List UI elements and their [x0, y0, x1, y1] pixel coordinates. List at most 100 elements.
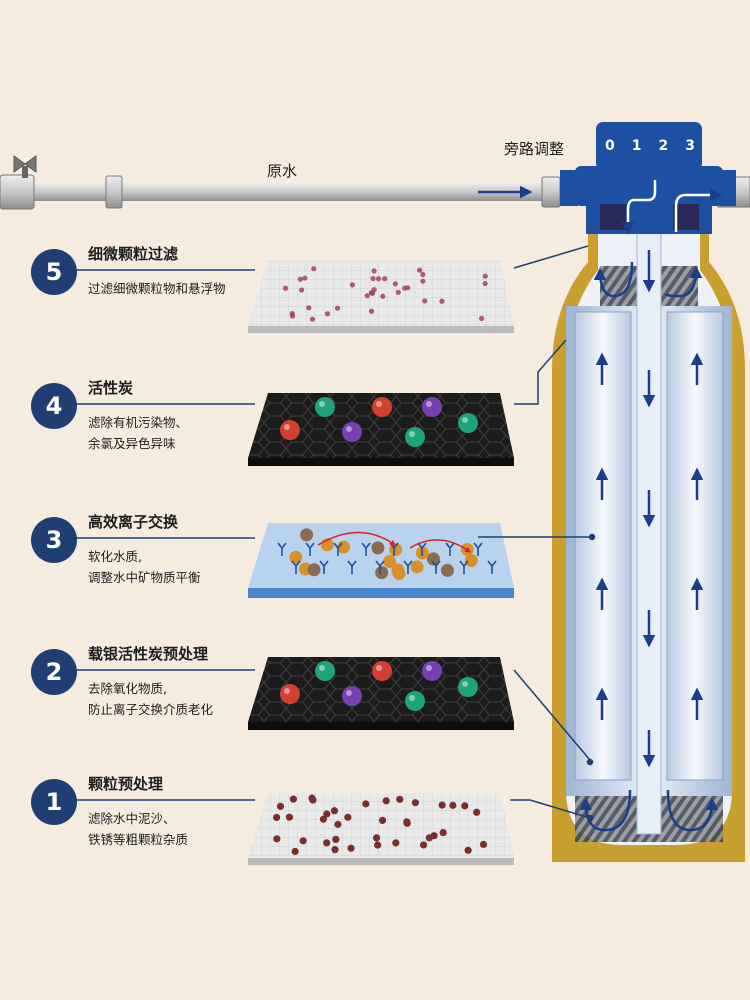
fine-particle	[375, 276, 382, 282]
carbon-ball	[458, 413, 478, 433]
tank-flow-arrows	[579, 250, 719, 832]
exchange-site	[403, 560, 413, 574]
coarse-particle	[362, 800, 370, 808]
carbon-ball	[405, 427, 425, 447]
coarse-particle	[473, 808, 481, 816]
resin-bead	[383, 555, 397, 569]
plate-4	[248, 393, 514, 466]
carbon-ball	[315, 397, 335, 417]
carbon-ball	[315, 661, 335, 681]
resin-bead	[440, 563, 454, 577]
valve-position-0: 0	[605, 138, 615, 154]
coarse-particle	[392, 839, 400, 847]
exchange-site	[291, 560, 301, 574]
valve-position-3: 3	[685, 138, 695, 154]
valve-position-2: 2	[658, 138, 669, 154]
fine-particle	[371, 287, 377, 293]
stage-2-badge: 2	[31, 649, 77, 695]
fine-particle	[289, 313, 296, 319]
stage-5-desc-1: 过滤细微颗粒物和悬浮物	[88, 281, 226, 296]
coarse-particle	[411, 799, 420, 807]
fine-particle	[479, 315, 485, 321]
coarse-particle	[330, 807, 339, 815]
coarse-particle	[308, 794, 316, 802]
coarse-particle	[323, 839, 331, 847]
coarse-particle	[464, 846, 472, 854]
fine-particle	[370, 275, 376, 282]
fine-particle	[417, 267, 423, 273]
coarse-particle	[479, 840, 488, 849]
coarse-particle	[299, 837, 307, 845]
exchange-site	[445, 542, 455, 556]
stage-4-desc-1: 滤除有机污染物、	[88, 415, 189, 430]
stage-3-title: 高效离子交换	[88, 513, 179, 531]
fine-particle	[420, 271, 426, 278]
stage-3-desc-2: 调整水中矿物质平衡	[88, 570, 201, 585]
exchange-site	[277, 542, 287, 556]
carbon-ball	[342, 686, 362, 706]
exchange-site	[459, 560, 469, 574]
carbon-ball	[422, 397, 442, 417]
stage-1-badge: 1	[31, 779, 77, 825]
fine-particle	[364, 293, 370, 299]
coarse-particle	[396, 795, 404, 803]
stage-5-title: 细微颗粒过滤	[88, 245, 179, 263]
raw-water-label: 原水	[267, 162, 298, 180]
stage-3-desc-1: 软化水质,	[88, 549, 142, 564]
fine-particle	[371, 268, 377, 274]
exchange-site	[487, 560, 497, 574]
resin-bead	[371, 541, 385, 555]
fine-particle	[324, 311, 331, 317]
coarse-particle	[378, 816, 387, 824]
carbon-ball	[458, 677, 478, 697]
exchange-site	[347, 560, 357, 574]
valve-position-1: 1	[631, 138, 642, 154]
fine-particle	[368, 308, 375, 314]
fine-particle	[395, 289, 401, 295]
stage-2-desc-2: 防止离子交换介质老化	[88, 702, 214, 717]
exchange-site	[319, 560, 329, 574]
coarse-particle	[319, 815, 328, 823]
coarse-particle	[372, 834, 381, 842]
stage-2-title: 载银活性炭预处理	[88, 645, 209, 663]
exchange-site	[473, 542, 483, 556]
fine-particle	[309, 316, 316, 322]
fine-particle	[334, 305, 341, 311]
plate-5	[248, 260, 514, 333]
stage-4-title: 活性炭	[88, 379, 134, 397]
coarse-particle	[273, 835, 281, 843]
valve-handle-icon	[13, 155, 37, 178]
coarse-particle	[438, 801, 446, 809]
fine-particle	[405, 285, 411, 291]
leader-lines	[72, 245, 596, 822]
fine-particle	[282, 285, 289, 291]
fine-particle	[392, 281, 398, 287]
coarse-particle	[430, 832, 438, 840]
fine-particle	[420, 278, 426, 284]
carbon-ball	[342, 422, 362, 442]
exchange-site	[361, 542, 371, 556]
fine-particle	[349, 282, 355, 288]
stage-2-desc-1: 去除氧化物质,	[88, 681, 167, 696]
filter-media	[272, 266, 497, 856]
valve-position-labels: 0 1 2 3	[605, 138, 695, 154]
coarse-particle	[276, 802, 285, 810]
fine-particle	[311, 266, 317, 272]
carbon-ball	[280, 420, 300, 440]
coarse-particle	[344, 813, 352, 821]
coarse-particle	[347, 844, 355, 852]
stage-4-desc-2: 余氯及异色异味	[88, 436, 176, 451]
exchange-site	[375, 560, 385, 574]
control-valve-head	[560, 122, 736, 235]
coarse-particle	[334, 820, 342, 828]
fine-particle	[439, 298, 445, 304]
coarse-particle	[289, 795, 298, 803]
resin-bead	[426, 552, 440, 566]
coarse-particle	[272, 813, 281, 822]
carbon-ball	[280, 684, 300, 704]
fine-particle	[482, 273, 488, 279]
carbon-ball	[422, 661, 442, 681]
resin-bead	[464, 553, 478, 567]
coarse-particle	[403, 819, 411, 827]
carbon-ball	[372, 661, 392, 681]
